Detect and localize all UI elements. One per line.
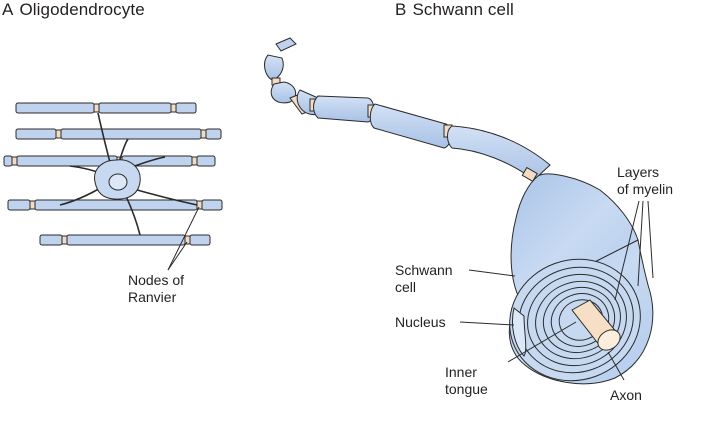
axon-tip [275,37,297,52]
panel-a-title-text: Oligodendrocyte [19,0,145,19]
panel-a-letter: A [2,0,14,19]
axon-label-text: Axon [610,387,642,403]
nodes-of-ranvier-label: Nodes of Ranvier [128,272,184,306]
oligodendrocyte-illustration [3,102,223,271]
panel-b-title: B Schwann cell [395,0,514,20]
schwann-label-line2: cell [395,279,417,295]
inner-tongue-label: Inner tongue [445,364,488,398]
nucleus-label: Nucleus [395,314,446,331]
oligodendrocyte-nucleus [108,173,128,191]
schwann-cell-label: Schwann cell [395,262,453,296]
myelinated-axon-row-2 [15,128,222,140]
label-pointers [459,200,654,381]
layers-label-line2: of myelin [617,181,674,197]
myelinated-axon-row-4 [7,199,223,211]
nodes-of-ranvier-pointers [167,206,200,271]
panel-a-title: A Oligodendrocyte [2,0,145,20]
schwann-cell-illustration [264,37,654,385]
layers-of-myelin-label: Layers of myelin [617,164,673,198]
nodes-label-line1: Nodes of [128,272,185,288]
panel-b-letter: B [395,0,407,19]
myelinated-axon-row-1 [15,102,197,114]
myelin-segment-chain [264,54,551,183]
schwann-label-line1: Schwann [395,262,453,278]
panel-b-title-text: Schwann cell [412,0,514,19]
axon-label: Axon [610,387,642,404]
inner-label-line2: tongue [445,381,488,397]
nodes-label-line2: Ranvier [128,289,177,305]
inner-label-line1: Inner [445,364,477,380]
nucleus-label-text: Nucleus [395,314,446,330]
myelinated-axon-row-5 [39,234,211,246]
layers-label-line1: Layers [617,164,660,180]
axon-core [571,299,621,351]
